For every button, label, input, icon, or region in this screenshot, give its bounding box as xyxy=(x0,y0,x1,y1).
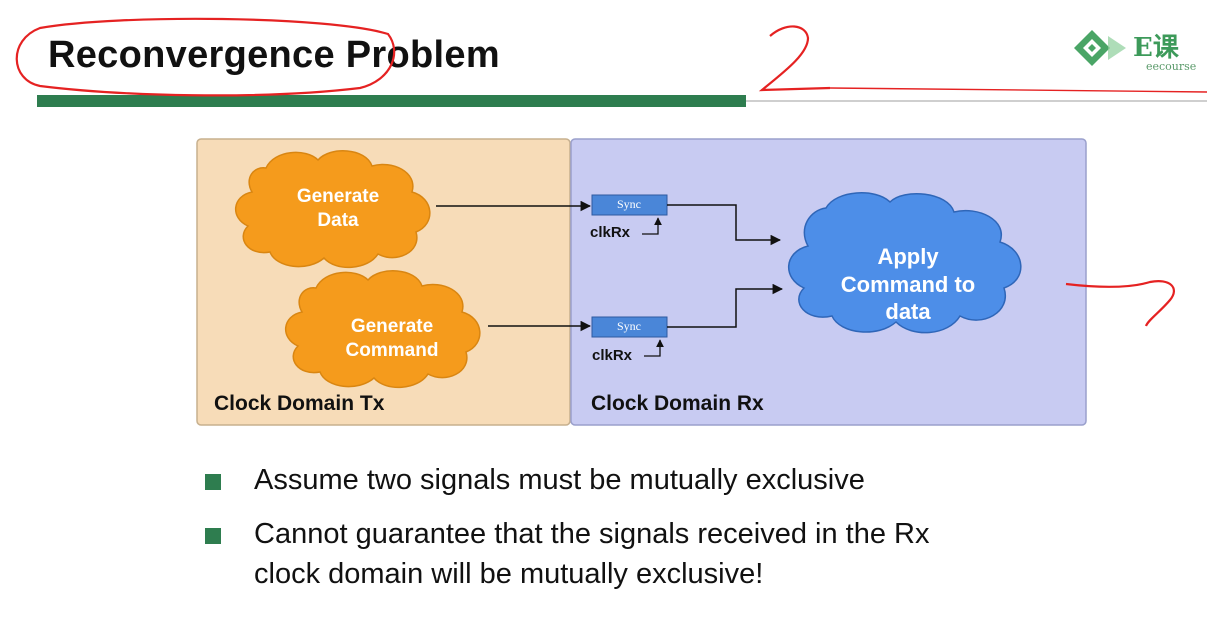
annotation-line-stroke xyxy=(829,87,1207,93)
sync-label-data: Sync xyxy=(617,197,641,211)
logo-text: E课 xyxy=(1133,33,1179,63)
bullet-square-icon xyxy=(205,528,221,544)
clk-arrow-command xyxy=(644,339,664,357)
bullet-square-icon xyxy=(205,474,221,490)
clk-arrow-data xyxy=(642,217,662,235)
annotation-number-two-stroke xyxy=(758,25,831,92)
logo-icon xyxy=(1074,30,1126,66)
slide-title: Reconvergence Problem xyxy=(48,34,500,76)
title-underline-green xyxy=(37,95,746,107)
rx-domain-label: Clock Domain Rx xyxy=(591,392,764,415)
bullet-list: Assume two signals must be mutually excl… xyxy=(200,460,1180,608)
clk-label-command: clkRx xyxy=(592,347,633,364)
logo-subtext: eecourse xyxy=(1146,60,1197,73)
bullet-text-line-2: clock domain will be mutually exclusive! xyxy=(254,558,764,590)
bullet-item: Assume two signals must be mutually excl… xyxy=(200,460,1180,500)
generate-data-label: Generate Data xyxy=(296,186,380,231)
apply-command-label: Apply Command to data xyxy=(840,244,976,324)
arrow-sync-command-to-apply xyxy=(667,283,784,328)
tx-domain-label: Clock Domain Tx xyxy=(214,392,385,415)
bullet-item: Cannot guarantee that the signals receiv… xyxy=(200,514,1180,594)
generate-data-cloud xyxy=(235,150,431,269)
apply-command-cloud xyxy=(787,192,1022,334)
bullet-text-line-1: Cannot guarantee that the signals receiv… xyxy=(254,518,930,550)
sync-label-command: Sync xyxy=(617,319,641,333)
clock-domain-diagram: Generate Data Generate Command Apply Com… xyxy=(196,138,1088,428)
bullet-text: Assume two signals must be mutually excl… xyxy=(254,464,865,496)
arrow-sync-data-to-apply xyxy=(667,204,782,246)
clk-label-data: clkRx xyxy=(590,224,631,241)
generate-command-cloud xyxy=(285,270,481,389)
generate-command-label: Generate Command xyxy=(345,316,439,361)
